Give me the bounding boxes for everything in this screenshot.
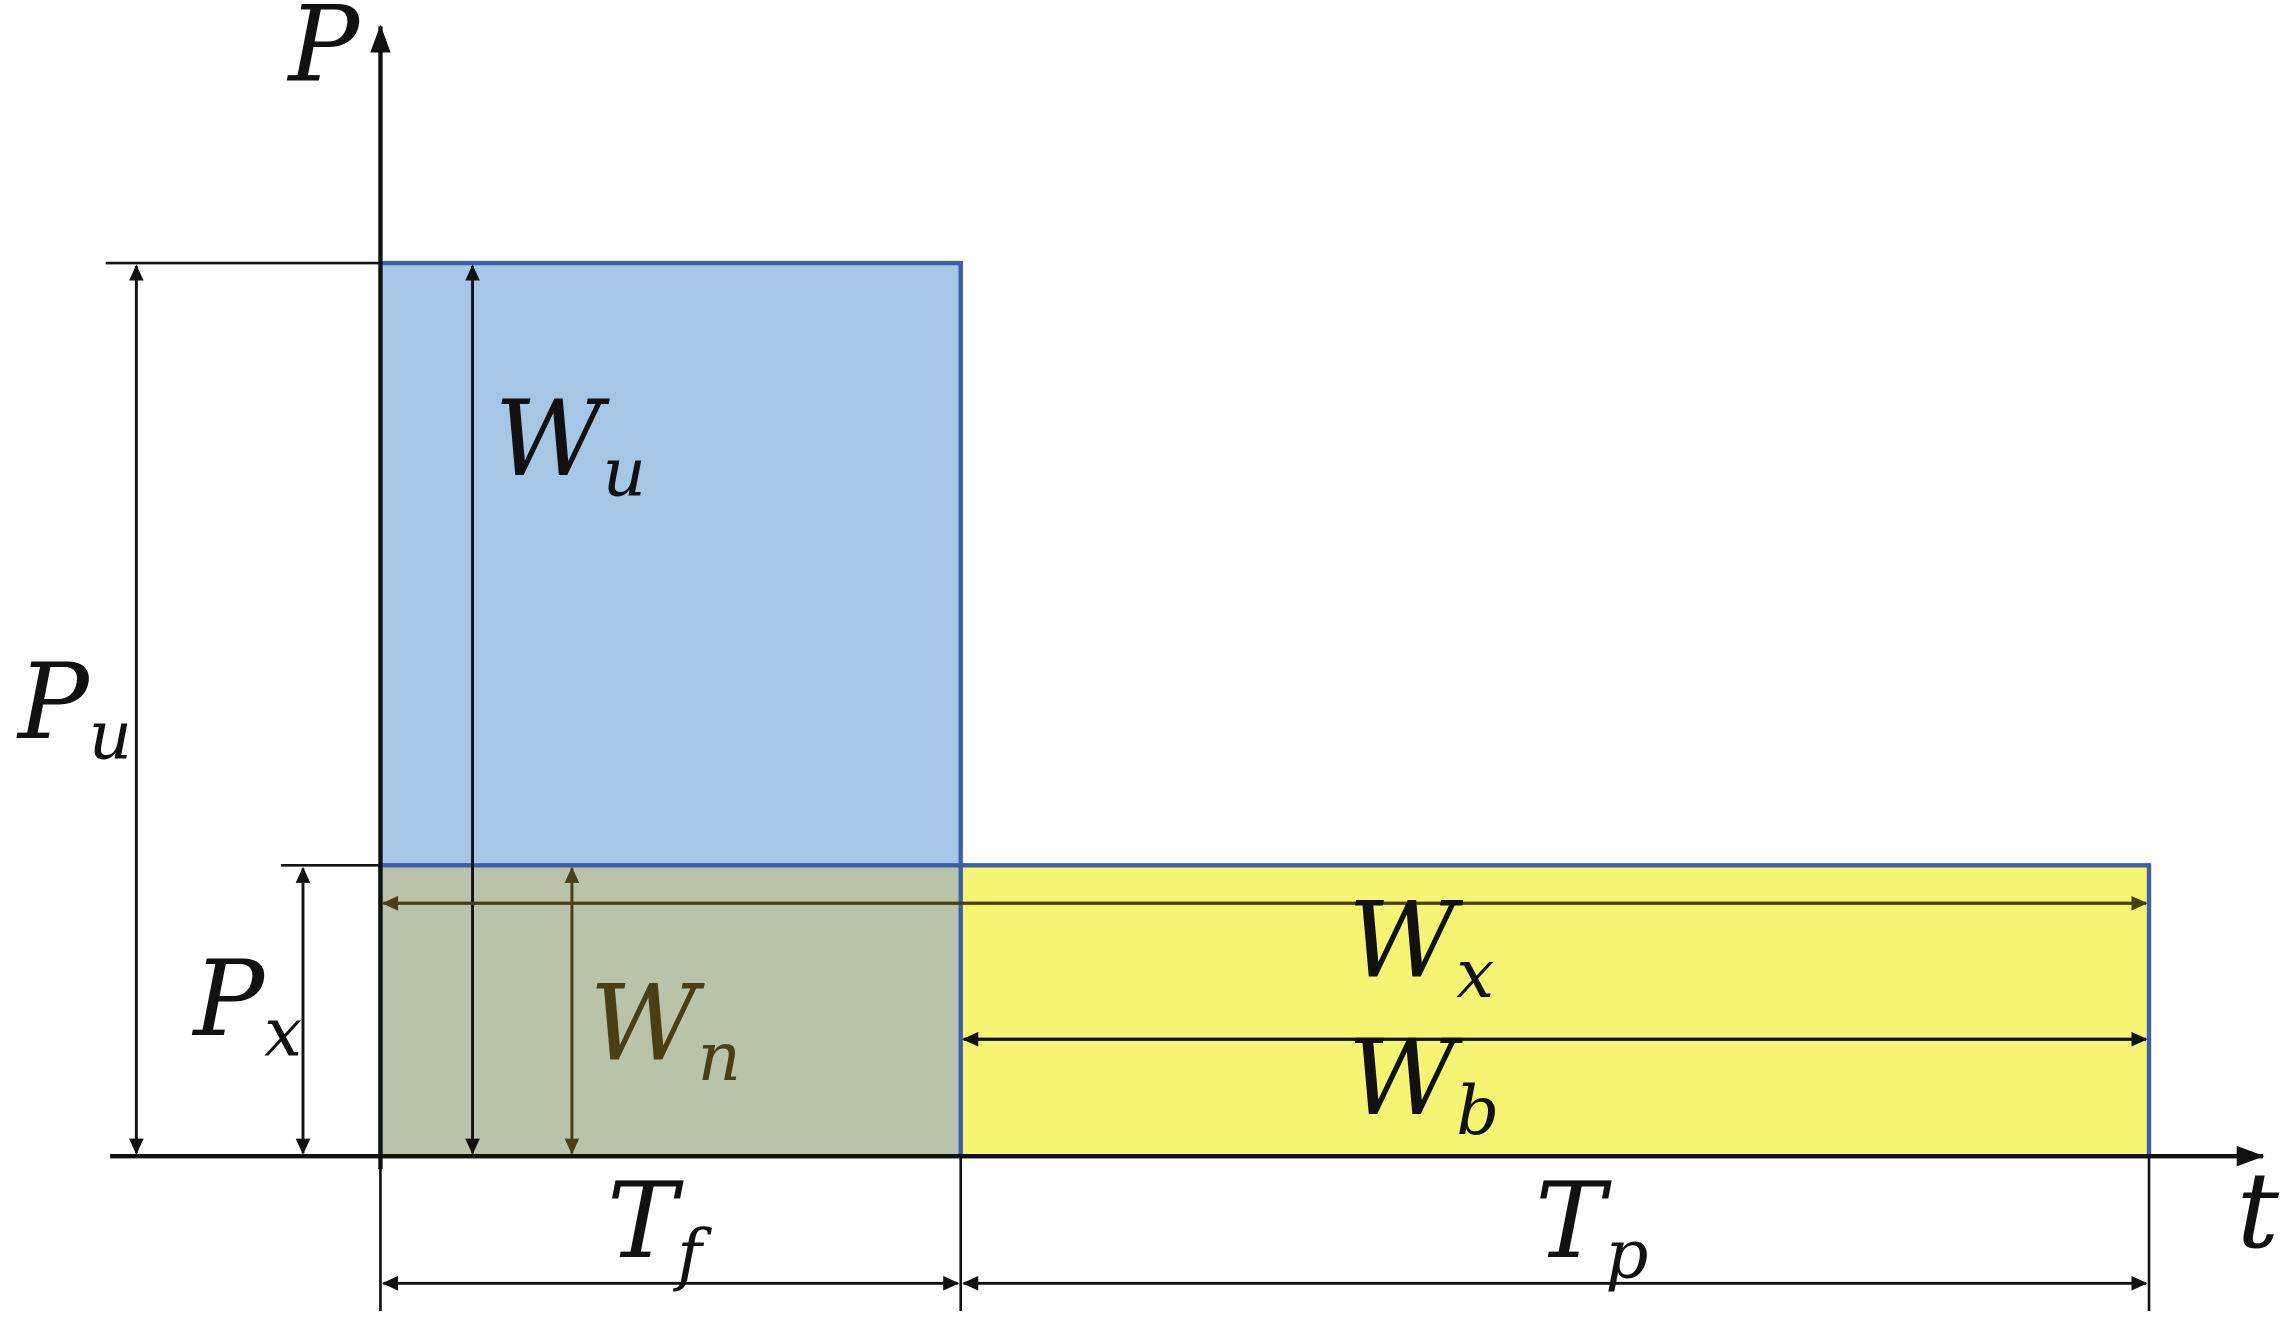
x-axis-label: t xyxy=(2237,1149,2280,1272)
label-px: Px xyxy=(191,937,302,1071)
label-tp: Tp xyxy=(1535,1159,1648,1293)
y-axis-label: P xyxy=(286,0,361,105)
right-power-block xyxy=(960,865,2150,1157)
upper-power-block xyxy=(380,263,961,866)
label-wn: Wn xyxy=(589,962,740,1096)
label-tf: Tf xyxy=(607,1159,712,1293)
label-wx: Wx xyxy=(1348,878,1494,1012)
label-pu: Pu xyxy=(16,640,132,774)
label-wb: Wb xyxy=(1348,1016,1499,1150)
label-wu: Wu xyxy=(494,377,645,511)
